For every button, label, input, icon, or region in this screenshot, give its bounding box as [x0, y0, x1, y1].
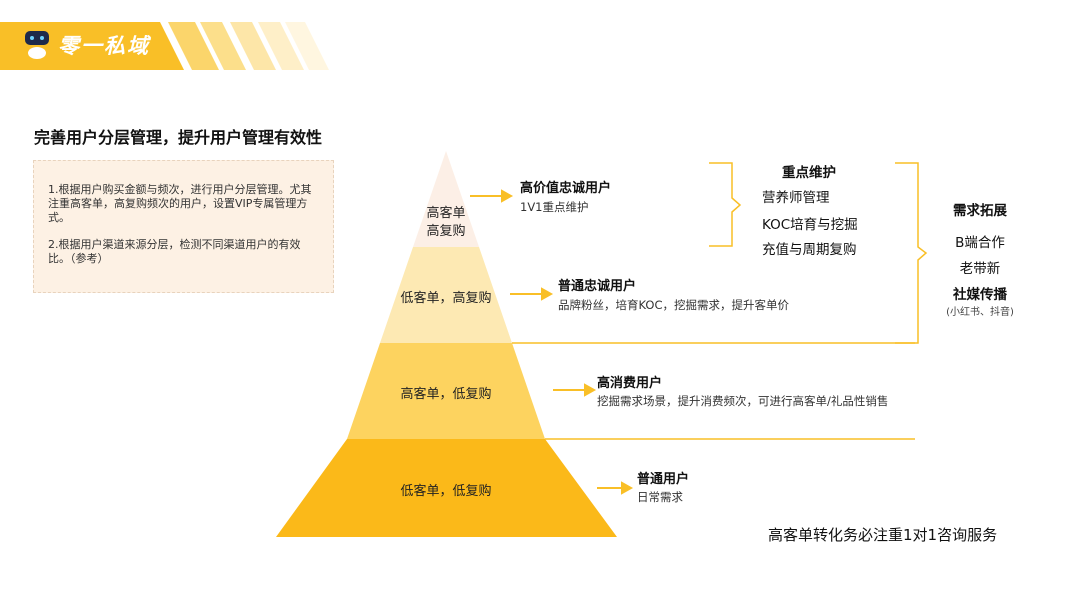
note-box: 1.根据用户购买金额与频次，进行用户分层管理。尤其注重高客单，高复购频次的用户，…: [33, 160, 334, 293]
focus-item: 充值与周期复购: [762, 242, 857, 258]
pyramid-label: 低客单，低复购: [400, 484, 492, 499]
expand-title: 需求拓展: [953, 203, 1007, 219]
brand-logo: 零一私域: [58, 34, 150, 58]
tier-title: 普通忠诚用户: [558, 279, 637, 294]
pyramid-layer-4: [276, 439, 617, 537]
note-item: 2.根据用户渠道来源分层，检测不同渠道用户的有效比。（参考）: [48, 238, 301, 265]
tier-title: 高价值忠诚用户: [520, 181, 612, 196]
pyramid-label: 高客单，低复购: [400, 387, 492, 402]
focus-item: KOC培育与挖掘: [762, 217, 858, 233]
tier-desc: 挖掘需求场景，提升消费频次，可进行高客单/礼品性销售: [597, 394, 889, 408]
focus-title: 重点维护: [782, 165, 836, 181]
tier-desc: 品牌粉丝，培育KOC，挖掘需求，提升客单价: [558, 298, 789, 312]
expand-bracket: [895, 162, 928, 344]
focus-bracket: [709, 162, 742, 247]
pyramid-label: 低客单，高复购: [400, 291, 492, 306]
expand-item: B端合作: [955, 235, 1005, 251]
page-title: 完善用户分层管理，提升用户管理有效性: [34, 128, 323, 147]
pyramid-layer-1: [413, 151, 479, 247]
pyramid-layer-2: [380, 247, 512, 343]
expand-item: 社媒传播: [953, 287, 1007, 303]
expand-note: (小红书、抖音): [946, 307, 1014, 318]
tier-title: 高消费用户: [597, 376, 663, 391]
footer-note: 高客单转化务必注重1对1咨询服务: [768, 526, 998, 544]
focus-item: 营养师管理: [762, 190, 830, 206]
pyramid-label: 高客单: [426, 206, 466, 221]
tier-desc: 1V1重点维护: [520, 200, 589, 214]
pyramid-layer-3: [347, 343, 545, 439]
expand-item: 老带新: [959, 261, 1001, 277]
robot-logo-icon: [25, 31, 49, 59]
pyramid-label: 高复购: [426, 224, 466, 239]
tier-title: 普通用户: [637, 472, 690, 487]
tier-desc: 日常需求: [637, 490, 683, 504]
note-item: 1.根据用户购买金额与频次，进行用户分层管理。尤其注重高客单，高复购频次的用户，…: [48, 183, 312, 224]
